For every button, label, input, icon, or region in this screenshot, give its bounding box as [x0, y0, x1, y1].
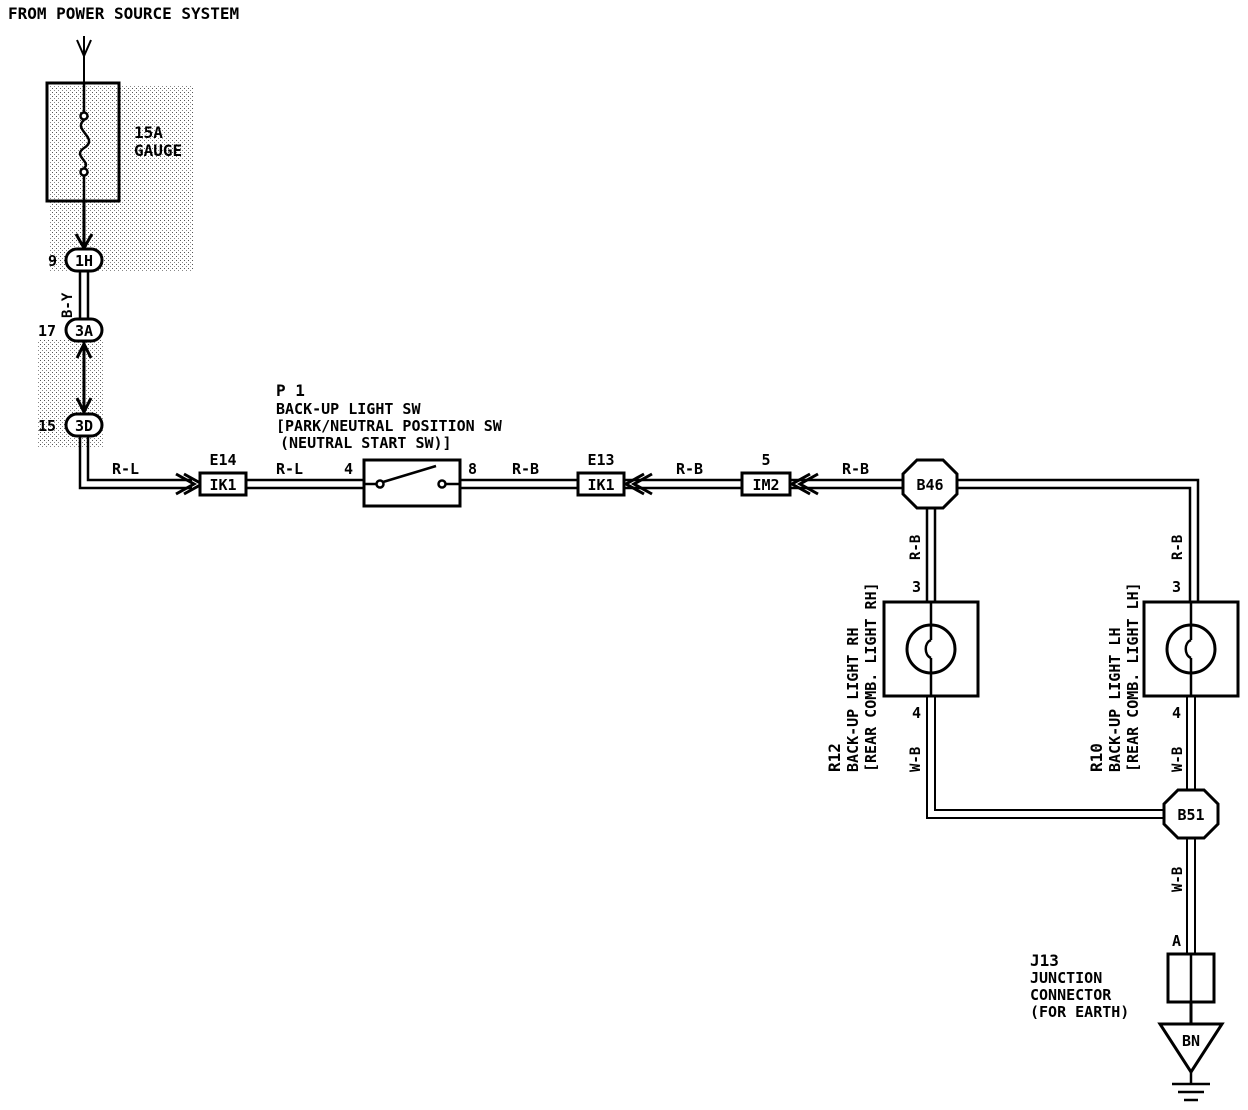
- light-rh-code: R12: [825, 743, 844, 772]
- switch-contact: [364, 464, 460, 489]
- arrow-into-im2-2: [796, 472, 819, 496]
- light-lh-pin-top: 3: [1172, 578, 1181, 596]
- wire-label-by: B-Y: [60, 292, 76, 318]
- connector-3d-pin: 15: [38, 417, 56, 435]
- wire-label-rb1: R-B: [512, 460, 539, 478]
- ground-id: BN: [1182, 1032, 1200, 1050]
- bulb-rh-filament: [924, 602, 933, 696]
- wire-r-l-2: [246, 478, 364, 490]
- wire-w-b-rh: [926, 696, 1168, 819]
- junction-line3: (FOR EARTH): [1030, 1003, 1129, 1021]
- wire-label-rl1: R-L: [112, 460, 139, 478]
- connector-1h: [64, 247, 104, 273]
- ground-point-bn: [1157, 1022, 1225, 1075]
- connector-ik1-right-code: E13: [587, 451, 614, 469]
- light-lh-pin-bot: 4: [1172, 704, 1181, 722]
- switch-code: P 1: [276, 381, 305, 400]
- splice-b46-id: B46: [916, 476, 943, 494]
- wire-b46-to-lh: [955, 478, 1200, 602]
- connector-3d-id: 3D: [75, 417, 93, 435]
- connector-im2-pin: 5: [761, 451, 770, 469]
- light-lh-code: R10: [1087, 743, 1106, 772]
- light-rh-line1: BACK-UP LIGHT RH: [844, 628, 862, 773]
- switch-pin-in: 4: [344, 460, 353, 478]
- arrow-out-3a: [75, 340, 93, 359]
- wire-label-wb-rh: W-B: [908, 747, 924, 772]
- junction-code: J13: [1030, 951, 1059, 970]
- switch-line1: BACK-UP LIGHT SW: [276, 400, 421, 418]
- connector-1h-id: 1H: [75, 252, 93, 270]
- connector-ik1-left-code: E14: [209, 451, 236, 469]
- wire-label-wb-lh: W-B: [1170, 747, 1186, 772]
- switch-pin-out: 8: [468, 460, 477, 478]
- connector-1h-pin: 9: [48, 252, 57, 270]
- connector-ik1-left-id: IK1: [209, 476, 236, 494]
- wire-w-b-lh: [1186, 696, 1196, 790]
- wire-label-rb-lh: R-B: [1170, 535, 1186, 560]
- light-rh-pin-top: 3: [912, 578, 921, 596]
- connector-im2-id: IM2: [752, 476, 779, 494]
- ground-icon: [1172, 1072, 1210, 1102]
- fuse-symbol: [78, 84, 91, 200]
- wire-b-y: [78, 271, 90, 319]
- fuse-name: GAUGE: [134, 141, 182, 160]
- connector-3a-id: 3A: [75, 322, 93, 340]
- fuse-amp: 15A: [134, 123, 163, 142]
- switch-line2: [PARK/NEUTRAL POSITION SW: [276, 417, 503, 435]
- light-rh-pin-bot: 4: [912, 704, 921, 722]
- splice-b51: [1162, 788, 1220, 840]
- splice-b46: [901, 458, 959, 510]
- connector-ik1-left: [198, 471, 248, 497]
- bulb-lh-filament: [1184, 602, 1193, 696]
- switch-line3: (NEUTRAL START SW)]: [280, 434, 452, 452]
- light-lh-line2: [REAR COMB. LIGHT LH]: [1124, 582, 1142, 772]
- fuse-shade-area: [50, 86, 194, 272]
- arrow-into-im2: [788, 472, 811, 496]
- arrow-into-ik1-right: [622, 472, 645, 496]
- wire-r-b-1: [460, 478, 578, 490]
- connector-3d: [64, 412, 104, 438]
- junction-line2: CONNECTOR: [1030, 986, 1112, 1004]
- light-rh-line2: [REAR COMB. LIGHT RH]: [862, 582, 880, 772]
- wire-b46-to-rh: [925, 505, 937, 602]
- light-lh-line1: BACK-UP LIGHT LH: [1106, 628, 1124, 773]
- wire-label-wb-j13: W-B: [1170, 867, 1186, 892]
- wire-w-b-j13: [1186, 838, 1196, 954]
- arrow-into-3d: [75, 397, 93, 416]
- power-arrow: [76, 36, 92, 82]
- arrow-into-ik1-left: [175, 472, 198, 496]
- source-label: FROM POWER SOURCE SYSTEM: [8, 4, 239, 23]
- connector-ik1-right-id: IK1: [587, 476, 614, 494]
- junction-pin: A: [1172, 932, 1181, 950]
- wire-r-l-1: [78, 436, 192, 490]
- splice-b51-id: B51: [1177, 806, 1204, 824]
- wire-label-rb3: R-B: [842, 460, 869, 478]
- junction-line1: JUNCTION: [1030, 969, 1102, 987]
- wire-label-rl2: R-L: [276, 460, 303, 478]
- wire-label-rb2: R-B: [676, 460, 703, 478]
- arrow-into-ik1-right-2: [630, 472, 653, 496]
- connector-3a-pin: 17: [38, 322, 56, 340]
- wire-label-rb-rh: R-B: [908, 535, 924, 560]
